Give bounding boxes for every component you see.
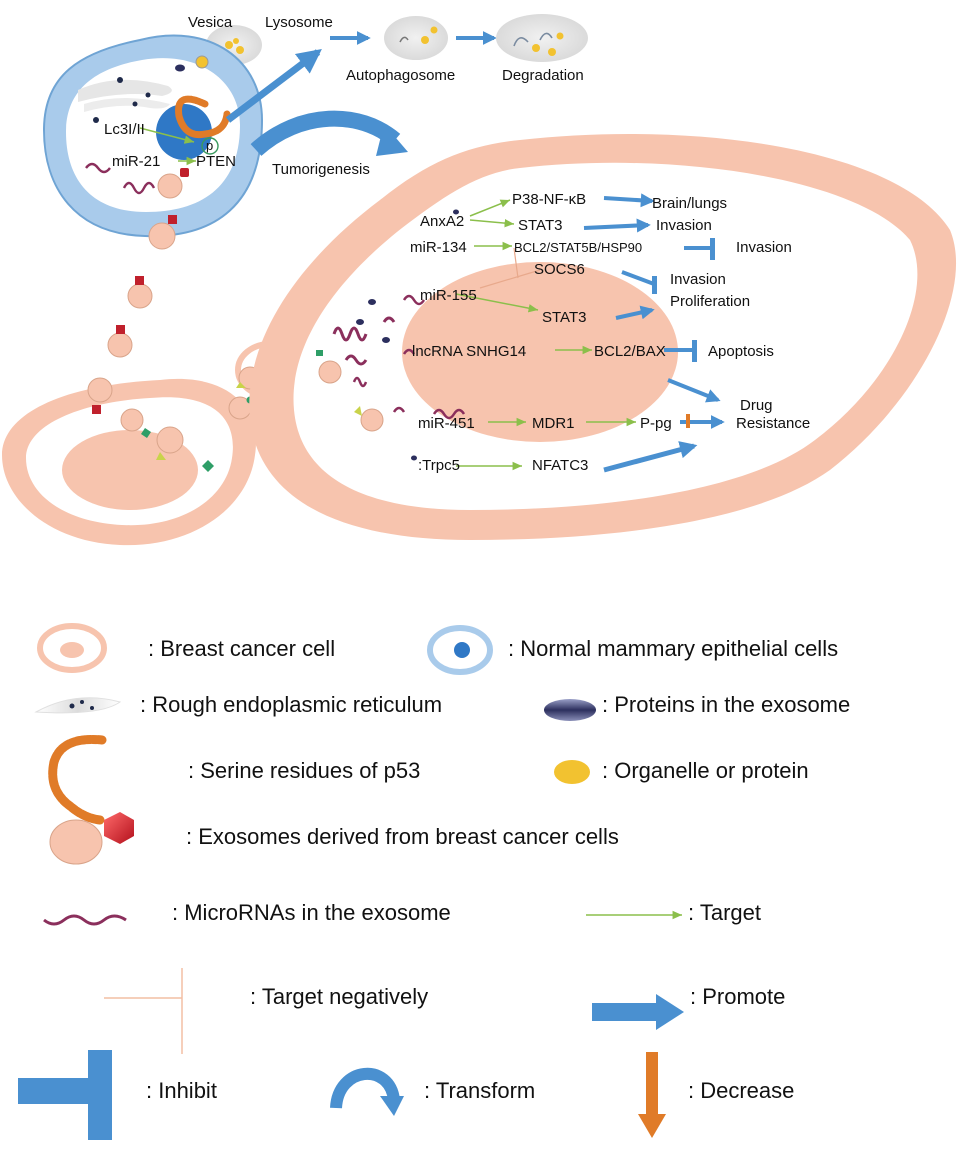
lncrna-label: lncRNA SNHG14 — [412, 343, 526, 360]
nfatc3-label: NFATC3 — [532, 457, 588, 474]
transform-icon — [330, 1068, 400, 1109]
legend-organelle: : Organelle or protein — [602, 758, 809, 783]
autophagosome-label: Autophagosome — [346, 67, 455, 84]
lc3-label: Lc3I/II — [104, 121, 145, 138]
legend-decrease: : Decrease — [688, 1078, 794, 1103]
legend-exosomes: : Exosomes derived from breast cancer ce… — [186, 824, 619, 849]
brain-lungs-label: Brain/lungs — [652, 195, 727, 212]
bcl2-stat5b-label: BCL2/STAT5B/HSP90 — [514, 240, 642, 255]
protein-icon — [544, 699, 596, 721]
promote-icon — [592, 1003, 660, 1021]
rough-er — [78, 79, 172, 102]
drug-label: Drug — [740, 397, 773, 414]
exosome-contents — [316, 209, 466, 461]
socs6-label: SOCS6 — [534, 261, 585, 278]
p-badge: p — [206, 138, 213, 153]
target-negatively-line — [479, 269, 541, 289]
vesica-label: Vesica — [188, 14, 233, 31]
stat3-a-label: STAT3 — [518, 217, 562, 234]
lysosome-label: Lysosome — [265, 14, 333, 31]
degradation-label: Degradation — [502, 67, 584, 84]
legend-rough-er: : Rough endoplasmic reticulum — [140, 692, 442, 717]
pten-label: PTEN — [196, 153, 236, 170]
proliferation-label: Proliferation — [670, 293, 750, 310]
exosome-trail — [107, 215, 177, 358]
pathway-arrows — [455, 193, 725, 473]
legend-proteins: : Proteins in the exosome — [602, 692, 850, 717]
legend-inhibit: : Inhibit — [146, 1078, 217, 1103]
legend-breast-cancer-cell: : Breast cancer cell — [148, 636, 335, 661]
resistance-label: Resistance — [736, 415, 810, 432]
autophagosome-group: Autophagosome — [346, 16, 455, 84]
legend-transform: : Transform — [424, 1078, 535, 1103]
ppg-label: P-pg — [640, 415, 672, 432]
mir134-label: miR-134 — [410, 239, 467, 256]
anxa2-label: AnxA2 — [420, 213, 464, 230]
inhibit-icon — [18, 1078, 92, 1104]
invasion-a-label: Invasion — [656, 217, 712, 234]
legend-serine: : Serine residues of p53 — [188, 758, 420, 783]
apoptosis-label: Apoptosis — [708, 343, 774, 360]
breast-cancer-cell-small — [2, 377, 256, 546]
legend: : Breast cancer cell : Normal mammary ep… — [18, 623, 850, 1140]
serine-icon — [48, 734, 107, 825]
p38-label: P38-NF-κB — [512, 191, 586, 208]
breast-cancer-cell-large — [249, 134, 957, 540]
trpc5-label: :Trpc5 — [418, 457, 460, 474]
transform-arrow — [250, 110, 401, 157]
mir21-label: miR-21 — [112, 153, 160, 170]
legend-target: : Target — [688, 900, 761, 925]
bcl2-bax-label: BCL2/BAX — [594, 343, 666, 360]
exosome-icon — [49, 819, 103, 865]
mir451-label: miR-451 — [418, 415, 475, 432]
mir155-label: miR-155 — [420, 287, 477, 304]
legend-micrornas: : MicroRNAs in the exosome — [172, 900, 451, 925]
decrease-icon — [646, 1052, 658, 1118]
promote-arrow — [225, 49, 322, 123]
legend-normal-cells: : Normal mammary epithelial cells — [508, 636, 838, 661]
legend-target-negatively: : Target negatively — [250, 984, 428, 1009]
serine-residues-p53 — [175, 95, 231, 139]
organelle-icon — [554, 760, 590, 784]
rough-er-icon — [34, 697, 122, 714]
normal-mammary-cell: p Lc3I/II miR-21 PTEN — [42, 34, 264, 238]
mdr1-label: MDR1 — [532, 415, 575, 432]
cancer-nucleus — [402, 262, 678, 442]
invasion-c-label: Invasion — [670, 271, 726, 288]
degradation-group: Degradation — [496, 14, 588, 84]
legend-promote: : Promote — [690, 984, 785, 1009]
tumorigenesis-label: Tumorigenesis — [272, 161, 370, 178]
microrna-icon — [43, 914, 127, 926]
invasion-b-label: Invasion — [736, 239, 792, 256]
stat3-b-label: STAT3 — [542, 309, 586, 326]
